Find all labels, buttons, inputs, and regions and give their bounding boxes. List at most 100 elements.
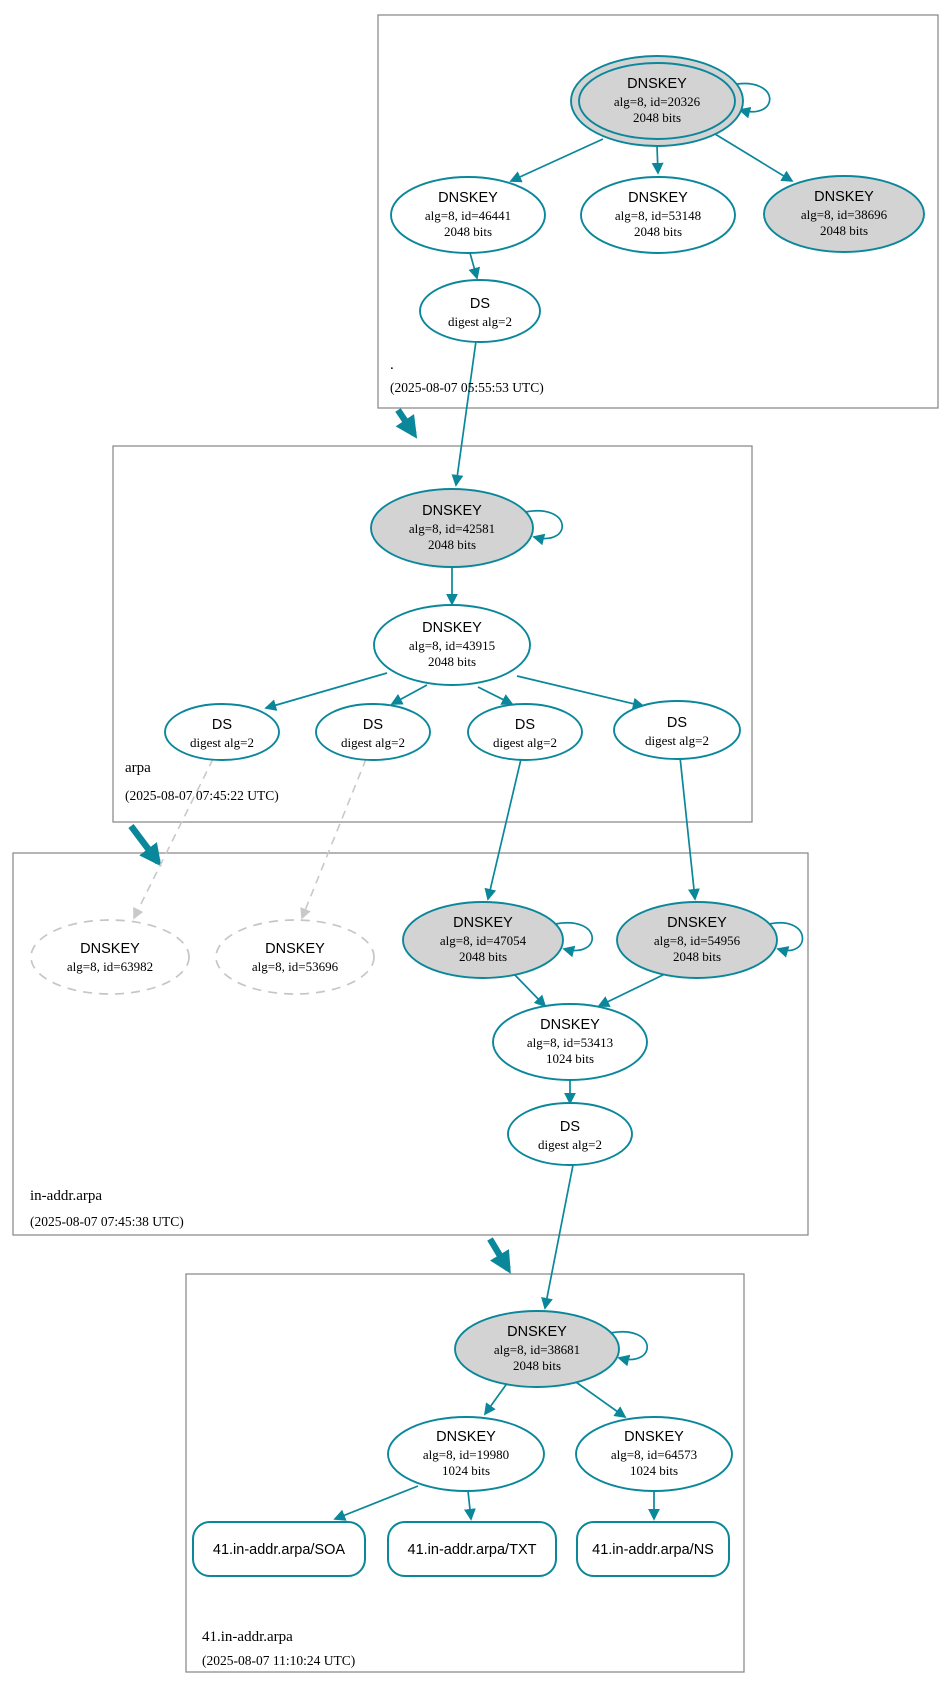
edge-dnskey-46441-to-ds-root <box>468 252 481 280</box>
dnskey-64573-bits: 1024 bits <box>630 1463 678 1478</box>
delegation-arrow-in-addr-arpa-to-41 <box>487 1237 511 1274</box>
ds-arpa-4-title: DS <box>667 715 687 731</box>
edge-self-sign-dnskey-47054 <box>554 921 593 958</box>
delegation-arrow-arpa-to-in-addr-arpa <box>128 824 162 867</box>
dnskey-19980-ellipse <box>387 1416 545 1492</box>
ds-node-arpa-2: DS digest alg=2 <box>315 703 431 761</box>
edge-dnskey-43915-to-ds-arpa-3 <box>477 686 514 705</box>
ds-in-addr-detail: digest alg=2 <box>538 1137 602 1152</box>
dnskey-node-38696: DNSKEY alg=8, id=38696 2048 bits <box>763 175 925 253</box>
dnskey-53413-ellipse <box>492 1003 648 1081</box>
dnskey-20326-title: DNSKEY <box>627 76 687 92</box>
dnskey-node-20326-ksk: DNSKEY alg=8, id=20326 2048 bits <box>570 55 744 147</box>
dnskey-20326-inner-ellipse <box>578 62 736 140</box>
edge-dnskey-43915-to-ds-arpa-4 <box>516 675 645 710</box>
dnskey-38696-detail: alg=8, id=38696 <box>801 207 888 222</box>
ds-arpa-4-ellipse <box>613 700 741 760</box>
edge-ds-arpa-2-to-dnskey-53696 <box>300 758 367 920</box>
dnskey-63982-title: DNSKEY <box>80 941 140 957</box>
edge-ds-root-to-dnskey-42581 <box>451 340 477 487</box>
ds-arpa-3-title: DS <box>515 717 535 733</box>
zone-label-in-addr-arpa: in-addr.arpa <box>30 1188 102 1204</box>
ds-node-arpa-1: DS digest alg=2 <box>164 703 280 761</box>
zone-box-41-in-addr-arpa <box>185 1273 745 1673</box>
zone-timestamp-root: (2025-08-07 05:55:53 UTC) <box>390 380 544 395</box>
dnskey-42581-bits: 2048 bits <box>428 537 476 552</box>
ds-node-arpa-4: DS digest alg=2 <box>613 700 741 760</box>
dnskey-node-46441: DNSKEY alg=8, id=46441 2048 bits <box>390 176 546 254</box>
edge-ds-arpa-4-to-dnskey-54956 <box>679 756 700 901</box>
zone-label-root: . <box>390 357 394 373</box>
ds-root-detail: digest alg=2 <box>448 314 512 329</box>
dnskey-20326-detail: alg=8, id=20326 <box>614 94 701 109</box>
edge-dnskey-54956-to-dnskey-53413 <box>597 972 668 1007</box>
dnskey-47054-bits: 2048 bits <box>459 949 507 964</box>
edge-dnskey-20326-to-dnskey-38696 <box>714 133 794 182</box>
dnskey-node-53696-insecure: DNSKEY alg=8, id=53696 <box>215 919 375 995</box>
dnskey-43915-detail: alg=8, id=43915 <box>409 638 495 653</box>
ds-arpa-1-title: DS <box>212 717 232 733</box>
dnskey-node-47054-ksk: DNSKEY alg=8, id=47054 2048 bits <box>402 901 564 979</box>
ds-arpa-2-ellipse <box>315 703 431 761</box>
edge-ds-in-addr-to-dnskey-38681 <box>541 1164 574 1310</box>
ds-root-title: DS <box>470 296 490 312</box>
dnskey-38696-title: DNSKEY <box>814 189 874 205</box>
dnskey-node-54956-ksk: DNSKEY alg=8, id=54956 2048 bits <box>616 901 778 979</box>
dnskey-46441-bits: 2048 bits <box>444 224 492 239</box>
ds-arpa-4-detail: digest alg=2 <box>645 733 709 748</box>
dnskey-53148-ellipse <box>580 176 736 254</box>
zone-label-arpa: arpa <box>125 760 151 776</box>
dnskey-46441-title: DNSKEY <box>438 190 498 206</box>
dnskey-node-19980: DNSKEY alg=8, id=19980 1024 bits <box>387 1416 545 1492</box>
dnskey-19980-title: DNSKEY <box>436 1429 496 1445</box>
edge-dnskey-20326-to-dnskey-53148 <box>651 145 664 175</box>
dnskey-43915-ellipse <box>373 604 531 686</box>
ds-arpa-2-title: DS <box>363 717 383 733</box>
edge-dnskey-47054-to-dnskey-53413 <box>512 972 547 1008</box>
edge-dnskey-19980-to-rrset-txt <box>464 1490 476 1521</box>
zone-timestamp-in-addr-arpa: (2025-08-07 07:45:38 UTC) <box>30 1214 184 1229</box>
zone-box-arpa <box>112 445 753 823</box>
zone-box-in-addr-arpa <box>12 852 809 1236</box>
dnskey-53148-title: DNSKEY <box>628 190 688 206</box>
ds-root-ellipse <box>419 279 541 343</box>
dnskey-47054-title: DNSKEY <box>453 915 513 931</box>
ds-arpa-1-ellipse <box>164 703 280 761</box>
edge-self-sign-dnskey-38681 <box>609 1330 648 1367</box>
dnskey-54956-detail: alg=8, id=54956 <box>654 933 741 948</box>
rrset-ns-label: 41.in-addr.arpa/NS <box>592 1542 714 1558</box>
dnskey-38681-title: DNSKEY <box>507 1324 567 1340</box>
edge-dnskey-43915-to-ds-arpa-1 <box>264 672 388 711</box>
dnskey-38681-ellipse <box>454 1310 620 1388</box>
dnskey-53696-ellipse <box>215 919 375 995</box>
rrset-soa-rect <box>192 1521 366 1577</box>
ds-in-addr-ellipse <box>507 1102 633 1166</box>
edge-self-sign-dnskey-54956 <box>768 921 804 958</box>
dnskey-54956-ellipse <box>616 901 778 979</box>
dnskey-42581-detail: alg=8, id=42581 <box>409 521 495 536</box>
ds-arpa-1-detail: digest alg=2 <box>190 735 254 750</box>
zone-label-41-in-addr-arpa: 41.in-addr.arpa <box>202 1629 293 1645</box>
ds-arpa-3-detail: digest alg=2 <box>493 735 557 750</box>
edge-self-sign-dnskey-42581 <box>524 509 563 546</box>
edge-self-sign-dnskey-20326 <box>730 82 771 119</box>
dnskey-53696-detail: alg=8, id=53696 <box>252 959 339 974</box>
zone-box-root <box>377 14 939 409</box>
dnskey-63982-detail: alg=8, id=63982 <box>67 959 153 974</box>
dnskey-53148-bits: 2048 bits <box>634 224 682 239</box>
dnskey-43915-title: DNSKEY <box>422 620 482 636</box>
ds-arpa-2-detail: digest alg=2 <box>341 735 405 750</box>
dnskey-node-63982-insecure: DNSKEY alg=8, id=63982 <box>30 919 190 995</box>
rrset-soa-label: 41.in-addr.arpa/SOA <box>213 1542 346 1558</box>
edge-ds-arpa-1-to-dnskey-63982 <box>133 758 214 920</box>
dnskey-53413-detail: alg=8, id=53413 <box>527 1035 613 1050</box>
rrset-txt-label: 41.in-addr.arpa/TXT <box>408 1542 537 1558</box>
rrset-node-ns: 41.in-addr.arpa/NS <box>576 1521 730 1577</box>
ds-node-arpa-3: DS digest alg=2 <box>467 703 583 761</box>
rrset-node-soa: 41.in-addr.arpa/SOA <box>192 1521 366 1577</box>
dnskey-38696-ellipse <box>763 175 925 253</box>
dnskey-node-38681-ksk: DNSKEY alg=8, id=38681 2048 bits <box>454 1310 620 1388</box>
dnskey-42581-ellipse <box>370 488 534 568</box>
